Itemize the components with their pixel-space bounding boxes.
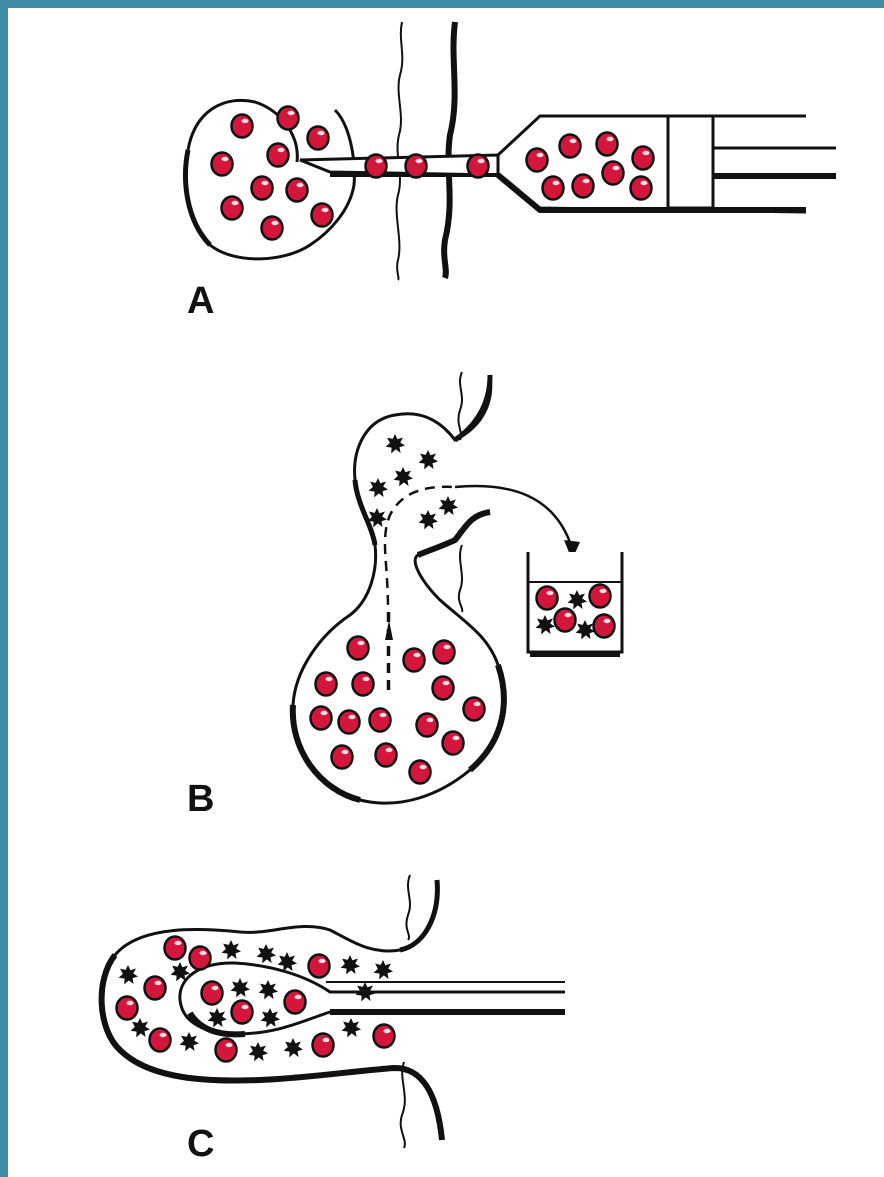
syringe-plunger [668, 116, 713, 208]
red-blood-cell-icon [527, 133, 654, 200]
red-blood-cell-icon [311, 637, 485, 784]
panel-label-b: B [187, 780, 214, 818]
panel-c [102, 875, 565, 1148]
tissue-wall [444, 22, 455, 278]
panel-label-a: A [187, 282, 214, 320]
tissue-line-wavy [397, 22, 403, 280]
red-blood-cell-icon [117, 937, 395, 1062]
spiky-particle-icon [368, 434, 458, 529]
panel-b [293, 372, 622, 803]
panel-a [186, 22, 836, 280]
panel-label-c: C [187, 1125, 214, 1163]
